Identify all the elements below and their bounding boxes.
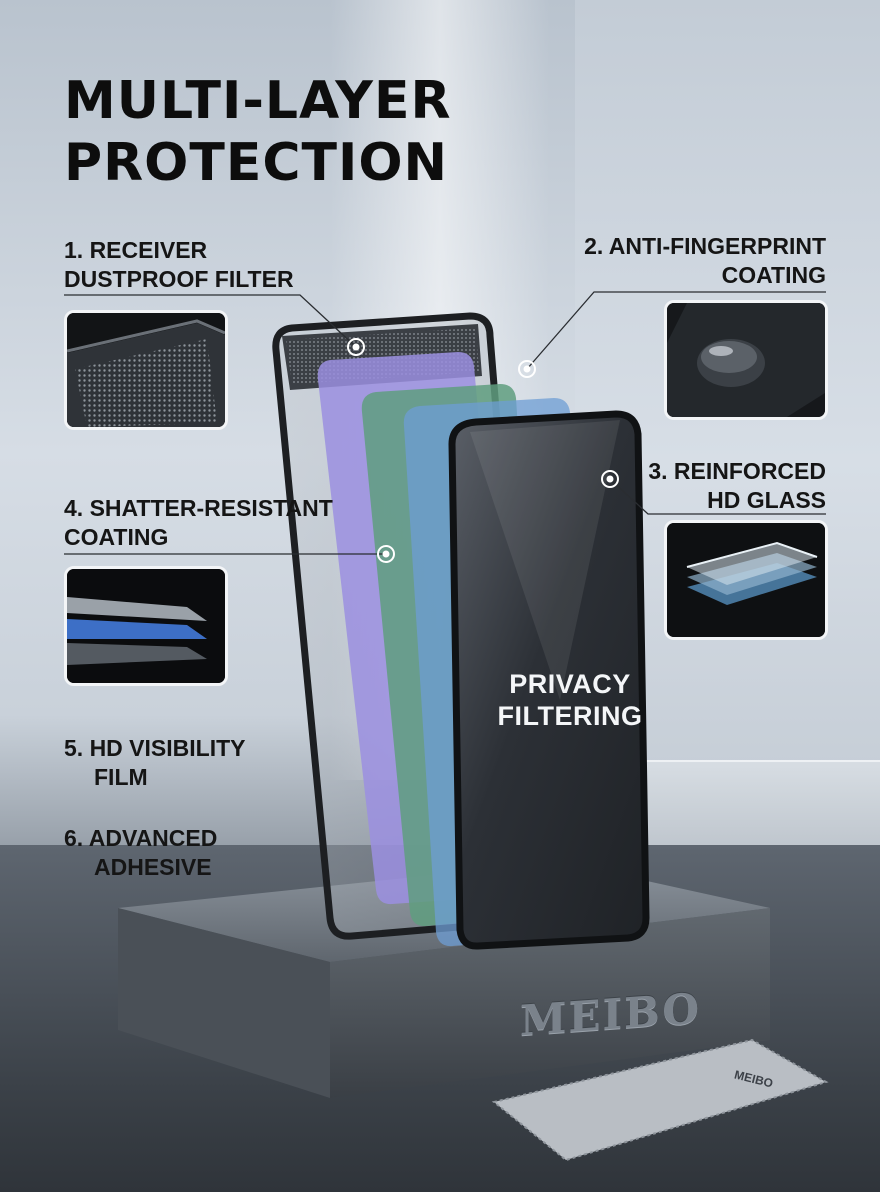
title-line-1: MULTI-LAYER [64,71,452,131]
glass-layers-icon [664,520,828,640]
water-droplet-icon [664,300,828,420]
mesh-filter-icon [64,310,228,430]
table-surface [0,845,880,1192]
page-title: MULTI-LAYER PROTECTION [64,70,452,194]
shatter-layers-icon [64,566,228,686]
title-line-2: PROTECTION [64,133,449,193]
